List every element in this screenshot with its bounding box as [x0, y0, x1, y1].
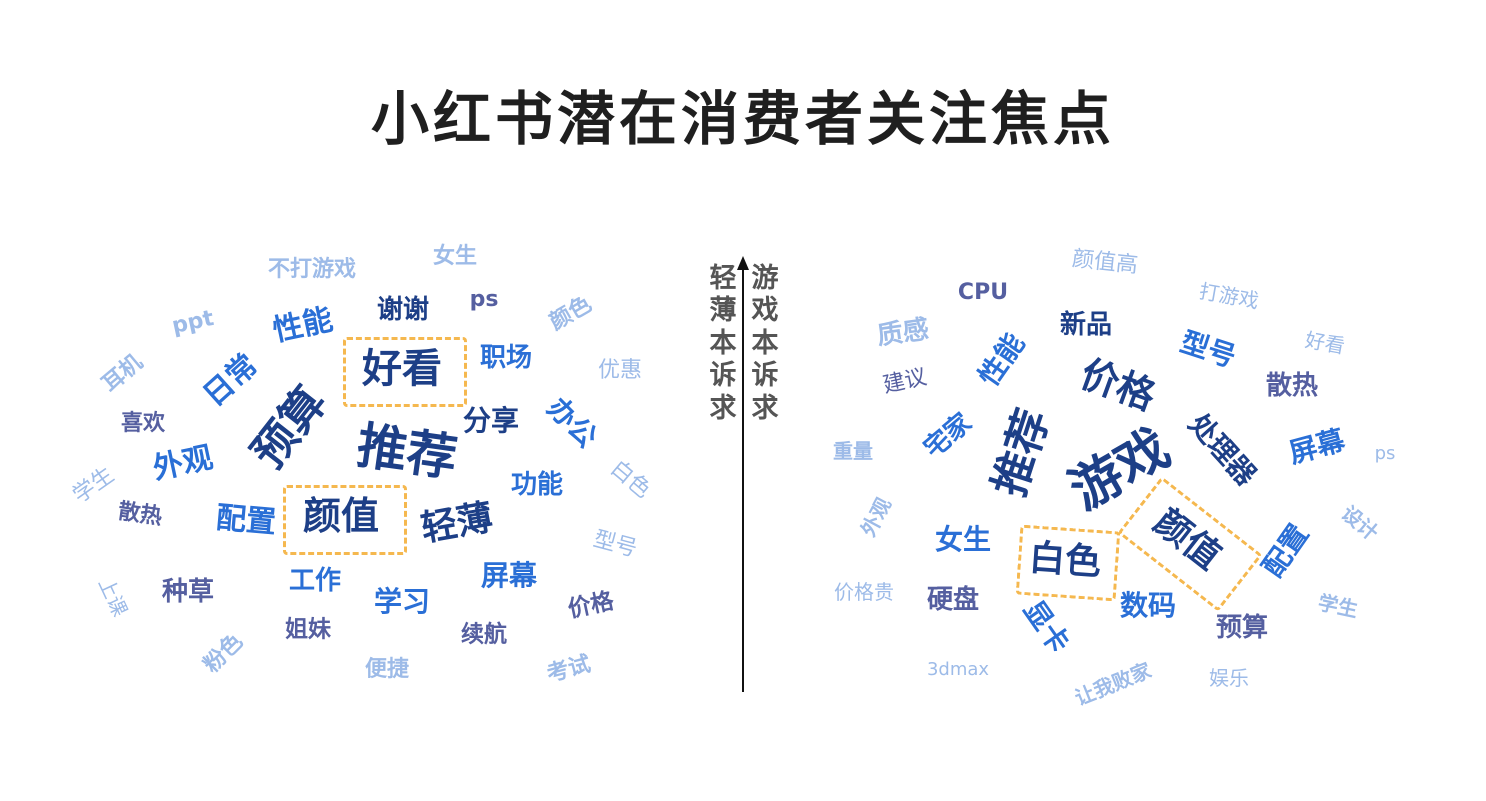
highlight-box-haokan: [343, 337, 467, 407]
word-cloud-item: 好看: [1303, 327, 1347, 359]
word-cloud-item: 打游戏: [1197, 278, 1261, 314]
word-cloud-item: 价格: [565, 588, 617, 624]
word-cloud-item: 白色: [1027, 537, 1103, 584]
right-axis-label-char: 本: [751, 327, 779, 359]
axis-arrow-head: [737, 256, 749, 270]
word-cloud-item: 分享: [462, 404, 520, 437]
word-cloud-item: 考试: [544, 651, 594, 688]
right-axis-label-char: 戏: [751, 295, 779, 327]
word-cloud-item: 办公: [540, 391, 604, 455]
right-axis-label-char: 游: [751, 263, 779, 294]
word-cloud-item: 设计: [1336, 500, 1384, 546]
word-cloud-item: 姐妹: [285, 616, 331, 643]
word-cloud-item: 屏幕: [480, 559, 538, 592]
word-cloud-item: ppt: [169, 305, 217, 340]
word-cloud-item: 型号: [1176, 325, 1240, 374]
right-axis-label-char: 求: [751, 392, 779, 424]
left-axis-label-char: 求: [709, 392, 737, 424]
word-cloud-item: 数码: [1119, 589, 1177, 622]
word-cloud-item: 重量: [833, 439, 873, 463]
word-cloud-item: 日常: [196, 347, 265, 414]
word-cloud-item: 宅家: [918, 407, 978, 465]
word-cloud-item: 工作: [288, 566, 342, 596]
word-cloud-item: 粉色: [199, 629, 249, 679]
word-cloud-item: 价格: [1074, 351, 1162, 419]
word-cloud-item: 预算: [242, 377, 337, 479]
word-cloud-item: 颜值: [302, 494, 380, 538]
word-cloud-item: 让我败家: [1071, 657, 1155, 711]
word-cloud-item: 新品: [1059, 310, 1113, 340]
word-cloud-item: 娱乐: [1209, 666, 1249, 690]
right-axis-label-char: 诉: [751, 360, 779, 392]
word-cloud-item: 推荐: [983, 403, 1060, 503]
word-cloud-item: 性能: [269, 302, 336, 349]
word-cloud-item: 谢谢: [376, 295, 430, 325]
word-cloud-item: 配置: [1256, 518, 1316, 584]
word-cloud-item: 女生: [432, 244, 478, 269]
highlight-box-yanzhi: [283, 485, 407, 555]
word-cloud-item: 白色: [605, 455, 656, 504]
word-cloud-item: 处理器: [1182, 407, 1263, 492]
word-cloud-item: 建议: [880, 364, 930, 399]
word-cloud-item: 预算: [1215, 613, 1269, 643]
word-cloud-item: 颜值高: [1070, 246, 1140, 279]
word-cloud-item: 不打游戏: [267, 257, 357, 282]
word-cloud-item: 优惠: [597, 358, 643, 383]
word-cloud-item: 配置: [214, 500, 278, 541]
word-cloud-item: 耳机: [97, 349, 148, 398]
word-cloud-item: 轻薄: [417, 497, 496, 550]
word-cloud-item: 外观: [856, 493, 896, 541]
word-cloud-item: 型号: [590, 526, 640, 563]
left-axis-label-char: 轻: [709, 263, 737, 294]
word-cloud-item: 女生: [934, 523, 992, 556]
left-axis-label-char: 本: [709, 327, 737, 359]
page-title: 小红书潜在消费者关注焦点: [370, 85, 1115, 153]
word-cloud-item: ps: [1374, 443, 1396, 464]
word-cloud-item: 颜色: [545, 291, 597, 336]
word-cloud-item: 学生: [68, 462, 119, 509]
word-cloud-item: 散热: [116, 499, 164, 530]
word-cloud-item: 职场: [479, 343, 533, 373]
word-cloud-item: 学习: [373, 585, 431, 618]
word-cloud-item: 上课: [93, 573, 133, 621]
word-cloud-item: 好看: [362, 346, 442, 392]
word-cloud-item: 硬盘: [926, 585, 980, 615]
word-cloud-item: 续航: [461, 621, 507, 648]
word-cloud-item: 种草: [161, 577, 215, 607]
word-cloud-item: 喜欢: [120, 411, 166, 436]
word-cloud-item: 功能: [510, 470, 564, 500]
word-cloud-item: 屏幕: [1285, 423, 1349, 470]
word-cloud-item: 价格贵: [834, 580, 894, 604]
word-cloud-item: 质感: [875, 314, 931, 352]
right-axis-label: 游戏本诉求: [750, 263, 780, 425]
left-axis-label-char: 诉: [709, 360, 737, 392]
word-cloud-item: 性能: [972, 327, 1032, 393]
word-cloud-item: 显卡: [1016, 594, 1076, 660]
word-cloud-item: CPU: [957, 280, 1009, 305]
word-cloud-item: 便捷: [364, 657, 410, 682]
word-cloud-item: 学生: [1315, 590, 1361, 622]
word-cloud-item: ps: [469, 287, 499, 312]
left-axis-label: 轻薄本诉求: [708, 263, 738, 425]
word-cloud-item: 外观: [149, 440, 216, 487]
word-cloud-item: 3dmax: [926, 659, 990, 680]
word-cloud-item: 推荐: [353, 416, 461, 488]
axis-line: [742, 268, 744, 692]
left-axis-label-char: 薄: [709, 295, 737, 327]
word-cloud-item: 散热: [1265, 371, 1319, 401]
